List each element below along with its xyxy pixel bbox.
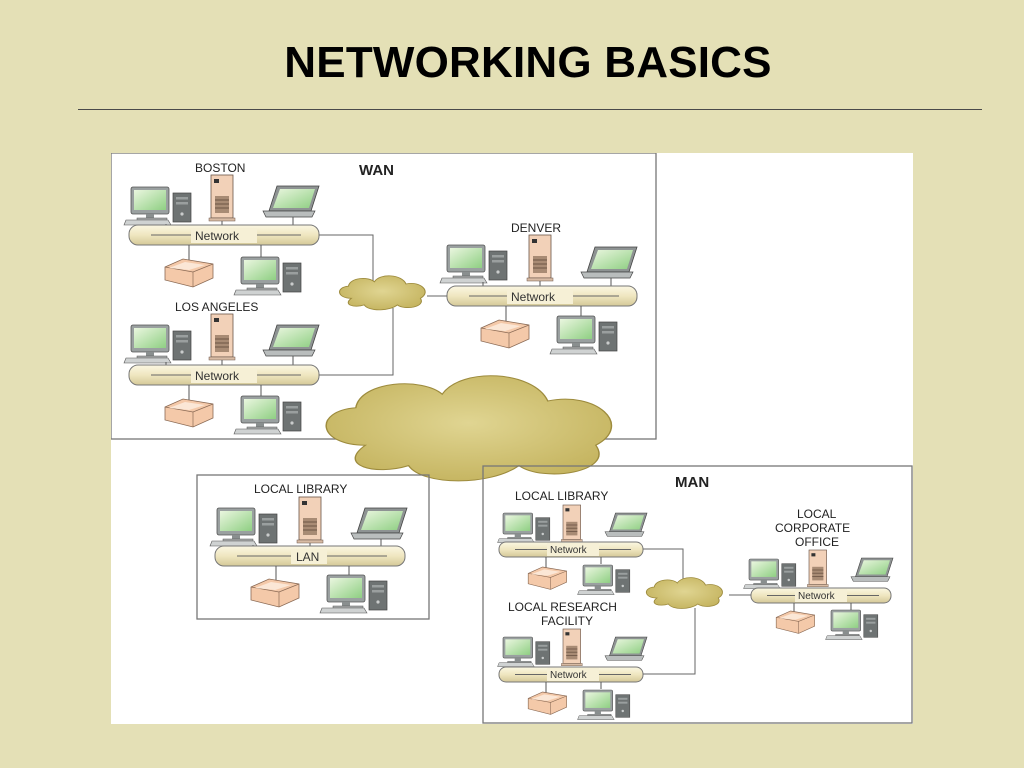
server-icon [208, 174, 236, 222]
bus-label: Network [550, 545, 588, 556]
bus-label: Network [195, 229, 240, 243]
site-label: LOCAL LIBRARY [254, 482, 347, 496]
bus-label: Network [550, 670, 588, 681]
desktop-computer-icon [319, 574, 388, 614]
laptop-icon [350, 507, 408, 540]
server-icon [296, 496, 324, 544]
desktop-computer-icon [497, 512, 551, 544]
site-local-research-facility: LOCAL RESEARCH FACILITY Network [497, 600, 648, 721]
printer-icon [527, 691, 567, 715]
site-denver: DENVER Network [439, 221, 638, 355]
laptop-icon [262, 185, 320, 218]
site-local-corporate-office: LOCAL CORPORATE OFFICE Network [743, 507, 894, 641]
printer-icon [480, 319, 530, 349]
site-label: LOS ANGELES [175, 300, 258, 314]
server-icon [561, 628, 583, 667]
laptop-icon [850, 557, 894, 582]
desktop-computer-icon [743, 558, 797, 590]
man-cloud-icon [645, 577, 723, 609]
site-label-line1: LOCAL RESEARCH [508, 600, 617, 614]
laptop-icon [580, 246, 638, 279]
bus-label: Network [195, 369, 240, 383]
printer-icon [250, 578, 300, 608]
desktop-computer-icon [577, 564, 631, 596]
server-icon [561, 504, 583, 543]
server-icon [807, 549, 829, 588]
internet-cloud-icon [324, 374, 613, 483]
bus-label: LAN [296, 550, 319, 564]
desktop-computer-icon [209, 507, 278, 547]
laptop-icon [262, 324, 320, 357]
server-icon [208, 313, 236, 361]
desktop-computer-icon [549, 315, 618, 355]
site-label-line2: FACILITY [541, 614, 593, 628]
laptop-icon [604, 636, 648, 661]
site-label: BOSTON [195, 161, 245, 175]
site-los-angeles: LOS ANGELES Network [123, 300, 320, 435]
man-label: MAN [675, 474, 709, 491]
man-region [482, 465, 913, 724]
network-diagram: WAN BOSTON Network LOS ANGELES Network [110, 152, 913, 724]
desktop-computer-icon [123, 324, 192, 364]
printer-icon [164, 258, 214, 288]
desktop-computer-icon [497, 636, 551, 668]
site-local-library-man: LOCAL LIBRARY Network [497, 489, 648, 596]
site-boston: BOSTON Network [123, 161, 320, 296]
printer-icon [164, 398, 214, 428]
site-label-line3: OFFICE [795, 535, 839, 549]
site-label-line2: CORPORATE [775, 521, 850, 535]
desktop-computer-icon [233, 256, 302, 296]
site-local-library-lan: LOCAL LIBRARY LAN [209, 482, 408, 614]
printer-icon [527, 566, 567, 590]
bus-label: Network [511, 290, 556, 304]
site-label: LOCAL LIBRARY [515, 489, 608, 503]
desktop-computer-icon [439, 244, 508, 284]
lan-region [196, 474, 430, 620]
wan-label: WAN [359, 162, 394, 179]
server-icon [526, 234, 554, 282]
desktop-computer-icon [123, 186, 192, 226]
desktop-computer-icon [577, 689, 631, 721]
title-divider [78, 109, 982, 110]
printer-icon [775, 610, 815, 634]
wan-cloud-icon [339, 275, 426, 311]
desktop-computer-icon [825, 609, 879, 641]
desktop-computer-icon [233, 395, 302, 435]
laptop-icon [604, 512, 648, 537]
bus-label: Network [798, 591, 836, 602]
site-label: DENVER [511, 221, 561, 235]
slide-title: NETWORKING BASICS [284, 38, 772, 87]
site-label-line1: LOCAL [797, 507, 837, 521]
